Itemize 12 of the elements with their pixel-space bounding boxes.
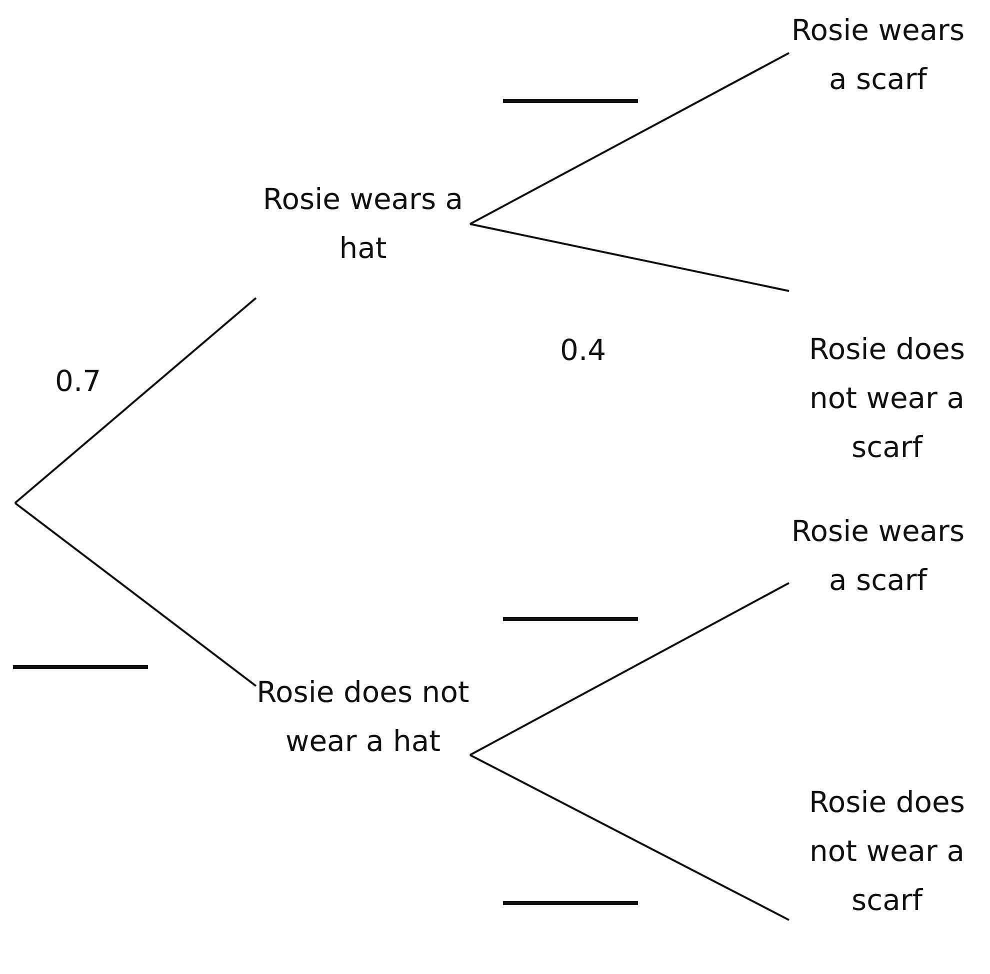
outcome-label: Rosie does not wear a hat xyxy=(256,674,470,760)
branch-line xyxy=(470,582,790,756)
branch-line xyxy=(470,754,790,921)
branch-line xyxy=(470,223,790,292)
outcome-label: Rosie does not wear a scarf xyxy=(808,784,966,919)
outcome-label: Rosie wears a scarf xyxy=(790,12,966,98)
branch-line xyxy=(470,52,790,225)
outcome-label: Rosie does not wear a scarf xyxy=(808,331,966,466)
branch-line xyxy=(14,297,257,504)
outcome-label: Rosie wears a scarf xyxy=(790,513,966,599)
outcome-label: Rosie wears a hat xyxy=(262,181,464,267)
branch-line xyxy=(14,502,257,687)
